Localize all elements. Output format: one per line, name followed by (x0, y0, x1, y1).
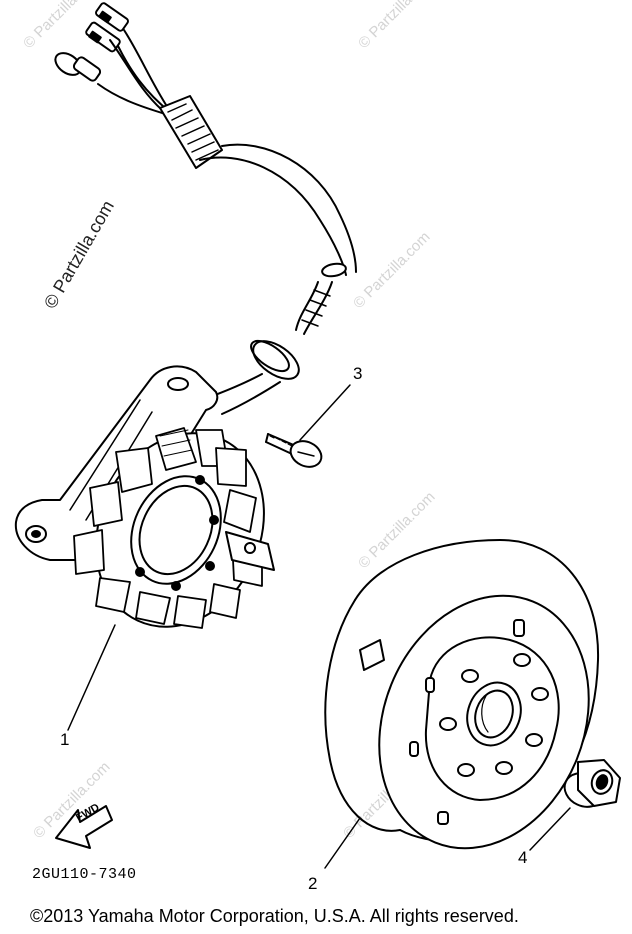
copyright-notice: ©2013 Yamaha Motor Corporation, U.S.A. A… (30, 906, 519, 926)
flange-nut (563, 759, 621, 808)
diagram-part-number: 2GU110-7340 (32, 866, 137, 883)
leader-lines (67, 384, 571, 869)
wire-connectors (54, 2, 173, 117)
forward-arrow (55, 805, 113, 849)
callout-3: 3 (353, 364, 363, 383)
wire-harness (159, 95, 357, 415)
callout-2: 2 (308, 874, 318, 893)
callout-4: 4 (518, 848, 528, 867)
screw-part (265, 433, 323, 468)
callout-1: 1 (60, 730, 70, 749)
flywheel-rotor (324, 539, 600, 850)
stator-assembly (14, 365, 275, 629)
